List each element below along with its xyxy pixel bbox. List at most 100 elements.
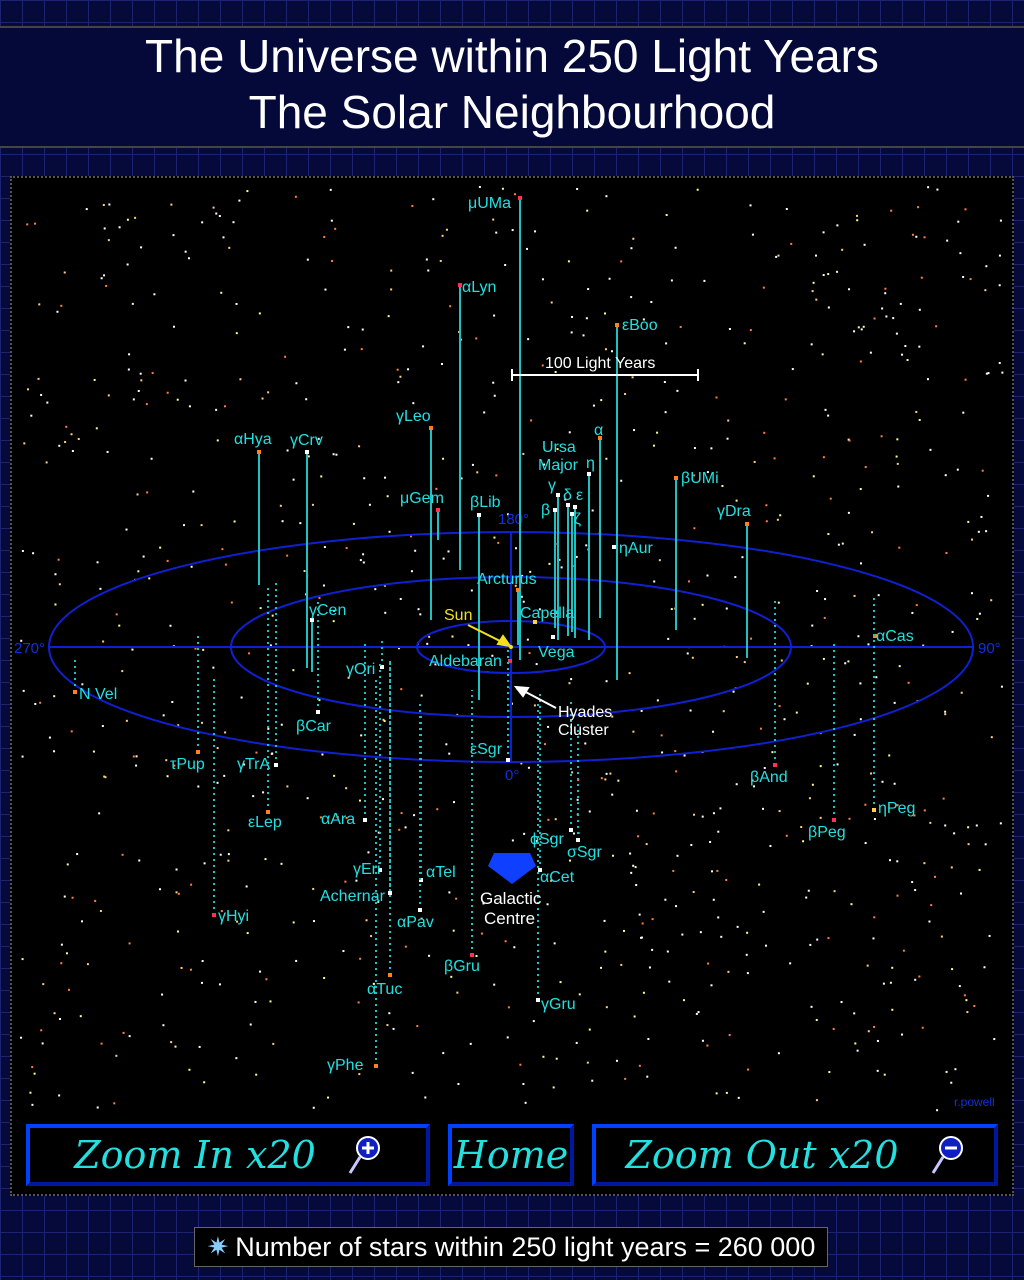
background-star — [712, 898, 715, 901]
background-star — [115, 613, 118, 616]
star-label: δ — [563, 487, 572, 504]
background-star — [543, 463, 546, 466]
background-star — [299, 522, 302, 525]
background-star — [648, 966, 651, 969]
background-star — [640, 709, 643, 712]
background-star — [660, 734, 663, 737]
background-star — [318, 699, 321, 702]
background-star — [859, 360, 862, 363]
background-star — [71, 450, 74, 453]
background-star — [137, 389, 140, 392]
background-star — [848, 439, 851, 442]
background-star — [918, 975, 921, 978]
background-star — [954, 1068, 957, 1071]
star-dot — [872, 808, 876, 812]
background-star — [265, 978, 268, 981]
background-star — [292, 669, 295, 672]
background-star — [707, 962, 710, 965]
background-star — [822, 456, 825, 459]
background-star — [827, 533, 830, 536]
background-star — [131, 302, 134, 305]
zoom-in-label: Zoom In x20 — [74, 1133, 316, 1177]
background-star — [399, 375, 402, 378]
background-star — [665, 214, 668, 217]
hyades-arrow — [513, 685, 557, 709]
background-star — [215, 408, 218, 411]
background-star — [216, 439, 219, 442]
star-31: αAra — [321, 640, 367, 828]
background-star — [307, 455, 310, 458]
background-star — [575, 555, 578, 558]
background-star — [542, 1055, 545, 1058]
background-star — [951, 968, 954, 971]
background-star — [914, 978, 917, 981]
star-dot — [266, 810, 270, 814]
star-label: μGem — [400, 490, 444, 507]
background-star — [741, 556, 744, 559]
background-star — [674, 750, 677, 753]
background-star — [126, 263, 129, 266]
background-star — [166, 559, 169, 562]
background-star — [855, 214, 858, 217]
background-star — [99, 910, 102, 913]
background-star — [535, 663, 538, 666]
background-star — [956, 468, 959, 471]
zoom-out-button[interactable]: Zoom Out x20 — [592, 1124, 998, 1186]
background-star — [853, 594, 856, 597]
background-star — [108, 203, 111, 206]
star-dot — [573, 505, 577, 509]
background-star — [769, 844, 772, 847]
background-star — [693, 617, 696, 620]
star-dot — [773, 763, 777, 767]
background-star — [588, 810, 591, 813]
star-label: αTuc — [367, 981, 402, 998]
background-star — [26, 223, 29, 226]
zoom-in-button[interactable]: Zoom In x20 — [26, 1124, 430, 1186]
star-21: γCen — [309, 602, 346, 672]
background-star — [63, 271, 66, 274]
background-star — [944, 710, 947, 713]
background-star — [140, 379, 143, 382]
star-6: μGem — [400, 490, 444, 540]
background-star — [859, 488, 862, 491]
background-star — [638, 1064, 641, 1067]
background-star — [664, 898, 667, 901]
background-star — [676, 854, 679, 857]
background-star — [359, 957, 362, 960]
background-star — [491, 654, 494, 657]
background-star — [448, 891, 451, 894]
background-star — [811, 783, 814, 786]
background-star — [853, 330, 856, 333]
star-17: ηAur — [612, 540, 653, 557]
star-dot — [536, 998, 540, 1002]
background-star — [871, 531, 874, 534]
background-star — [928, 920, 931, 923]
background-star — [412, 402, 415, 405]
background-star — [795, 711, 798, 714]
background-star — [493, 536, 496, 539]
star-label: βGru — [444, 958, 480, 975]
background-star — [368, 503, 371, 506]
background-star — [734, 576, 737, 579]
background-star — [239, 378, 242, 381]
star-16: γDra — [717, 503, 751, 658]
background-star — [840, 1001, 843, 1004]
star-39: αCet — [538, 690, 575, 886]
background-star — [53, 695, 56, 698]
background-star — [891, 1008, 894, 1011]
background-star — [48, 736, 51, 739]
background-star — [967, 520, 970, 523]
background-star — [455, 897, 458, 900]
background-star — [526, 638, 529, 641]
background-star — [946, 239, 949, 242]
background-star — [605, 195, 608, 198]
home-button[interactable]: Home — [448, 1124, 574, 1186]
background-star — [21, 755, 24, 758]
background-star — [480, 932, 483, 935]
background-star — [493, 314, 496, 317]
background-star — [174, 1045, 177, 1048]
background-star — [784, 398, 787, 401]
page-header: The Universe within 250 Light Years The … — [0, 26, 1024, 148]
background-star — [357, 1001, 360, 1004]
background-star — [822, 657, 825, 660]
